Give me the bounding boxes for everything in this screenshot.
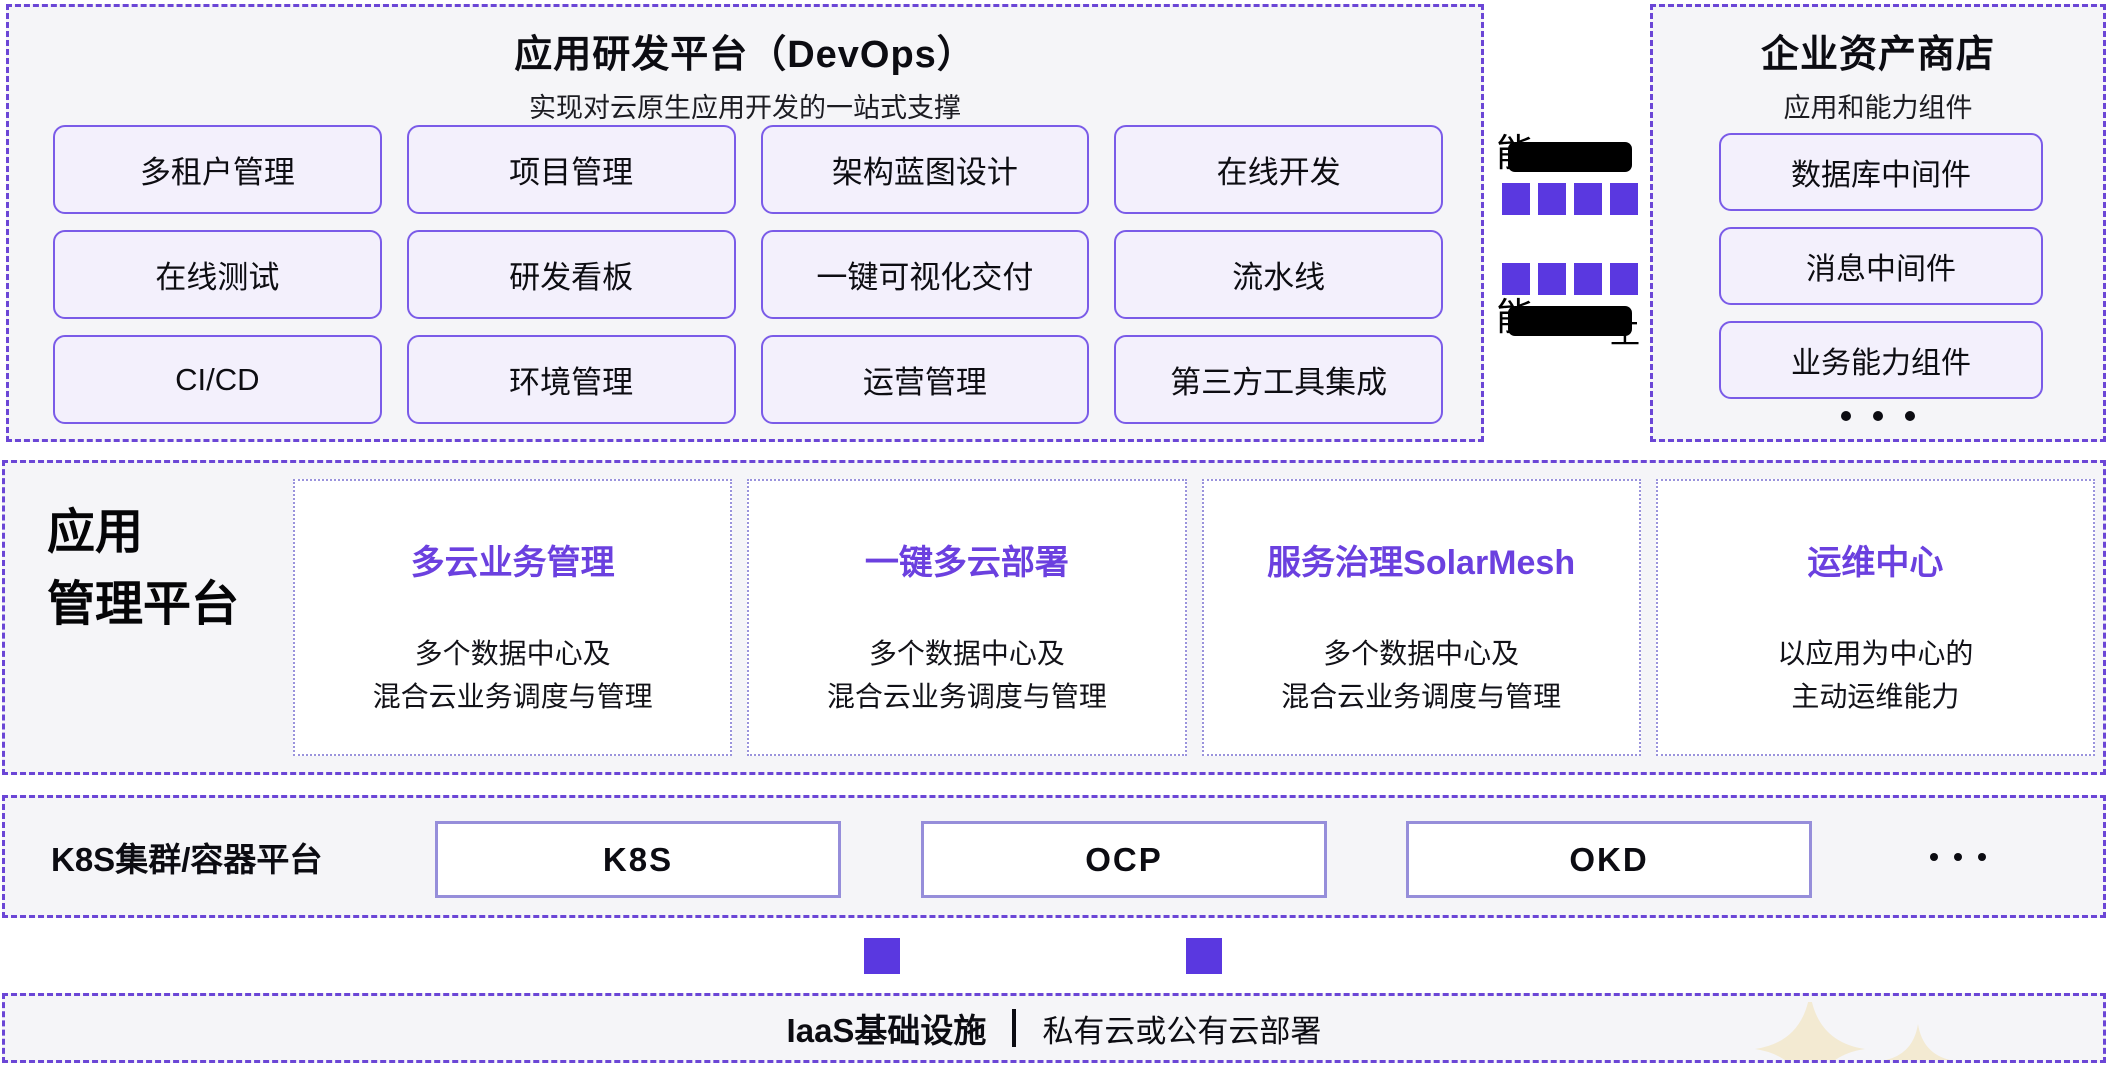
band-connector-square <box>1186 938 1222 974</box>
asset-store-items: 数据库中间件 消息中间件 业务能力组件 <box>1719 133 2043 415</box>
module-chip-online-test: 在线测试 <box>53 230 382 319</box>
redacted-label-bottom-fragment: 工 <box>1610 318 1640 351</box>
iaas-label: IaaS基础设施 <box>786 1012 987 1049</box>
module-chip-env-mgmt: 环境管理 <box>406 335 736 424</box>
module-chip-project-mgmt: 项目管理 <box>406 125 736 214</box>
redacted-label-top-bar <box>1508 142 1632 172</box>
store-item-business-components: 业务能力组件 <box>1719 321 2043 399</box>
card-service-governance-solarmesh: 服务治理SolarMesh 多个数据中心及 混合云业务调度与管理 <box>1201 479 1641 756</box>
devops-module-grid: 多租户管理 项目管理 架构蓝图设计 在线开发 在线测试 研发看板 一键可视化交付… <box>53 125 1443 424</box>
band-connector-square <box>864 938 900 974</box>
module-chip-3rd-party-tools: 第三方工具集成 <box>1114 335 1443 424</box>
devops-panel-subtitle: 实现对云原生应用开发的一站式支撑 <box>529 93 961 123</box>
more-items-ellipsis-icon <box>1841 411 1915 421</box>
module-chip-blueprint-design: 架构蓝图设计 <box>760 125 1090 214</box>
iaas-band: IaaS基础设施 私有云或公有云部署 <box>2 993 2106 1063</box>
sparkle-decoration-icon <box>1755 1002 1951 1060</box>
card-ops-center: 运维中心 以应用为中心的 主动运维能力 <box>1655 479 2095 756</box>
module-chip-pipeline: 流水线 <box>1114 230 1443 319</box>
k8s-band-label: K8S集群/容器平台 <box>51 840 323 878</box>
k8s-band: K8S集群/容器平台 K8S OCP OKD <box>2 795 2106 918</box>
platform-box-ocp: OCP <box>921 821 1327 898</box>
store-item-db-middleware: 数据库中间件 <box>1719 133 2043 211</box>
capability-exchange-connector: 能 能 工 <box>1496 135 1640 351</box>
module-chip-dev-kanban: 研发看板 <box>406 230 736 319</box>
module-chip-ops-mgmt: 运营管理 <box>760 335 1090 424</box>
module-chip-online-dev: 在线开发 <box>1114 125 1443 214</box>
store-item-msg-middleware: 消息中间件 <box>1719 227 2043 305</box>
card-multicloud-business: 多云业务管理 多个数据中心及 混合云业务调度与管理 <box>293 479 733 756</box>
divider-bar <box>1012 1009 1017 1047</box>
redacted-label-bottom-bar <box>1508 306 1632 336</box>
asset-store-title: 企业资产商店 <box>1760 34 1995 76</box>
app-management-band: 应用 管理平台 多云业务管理 多个数据中心及 混合云业务调度与管理 一键多云部署… <box>2 460 2106 775</box>
platform-box-k8s: K8S <box>435 821 841 898</box>
devops-panel: 应用研发平台（DevOps） 实现对云原生应用开发的一站式支撑 多租户管理 项目… <box>6 4 1484 442</box>
module-chip-multi-tenant: 多租户管理 <box>53 125 382 214</box>
asset-store-subtitle: 应用和能力组件 <box>1783 93 1973 123</box>
square-arrow-right <box>1502 183 1638 215</box>
card-oneclick-deploy: 一键多云部署 多个数据中心及 混合云业务调度与管理 <box>747 479 1187 756</box>
module-chip-cicd: CI/CD <box>53 335 382 424</box>
app-management-label: 应用 管理平台 <box>47 506 240 631</box>
iaas-deploy-label: 私有云或公有云部署 <box>1042 1013 1322 1049</box>
platform-box-okd: OKD <box>1406 821 1812 898</box>
iaas-label-row: IaaS基础设施 私有云或公有云部署 <box>5 996 2103 1060</box>
more-platforms-ellipsis-icon <box>1930 852 1986 861</box>
devops-panel-title: 应用研发平台（DevOps） <box>514 34 976 76</box>
management-card-row: 多云业务管理 多个数据中心及 混合云业务调度与管理 一键多云部署 多个数据中心及… <box>293 479 2095 756</box>
module-chip-visual-delivery: 一键可视化交付 <box>760 230 1090 319</box>
square-arrow-left <box>1502 263 1638 295</box>
asset-store-panel: 企业资产商店 应用和能力组件 数据库中间件 消息中间件 业务能力组件 <box>1650 4 2106 442</box>
